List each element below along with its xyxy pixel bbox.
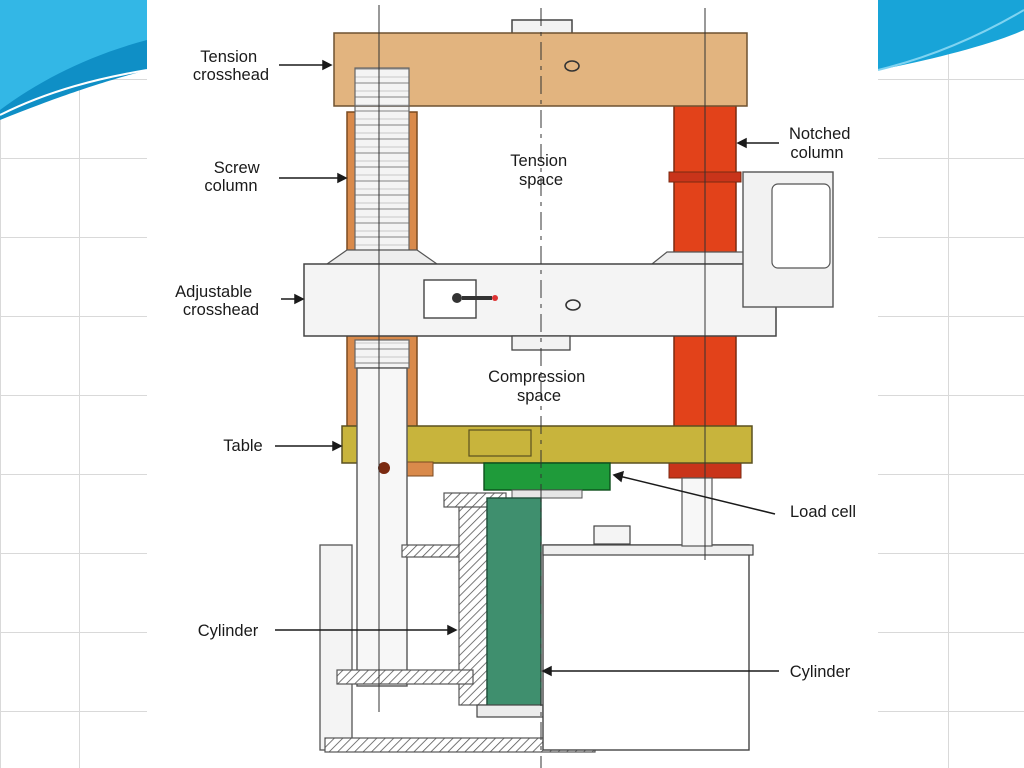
slide-swoosh-decoration	[0, 0, 1024, 120]
label-screw-column-line2: column	[204, 177, 257, 195]
label-adjustable-crosshead: Adjustable crosshead	[175, 283, 259, 319]
lock-handle	[462, 296, 492, 300]
pump-box-top	[542, 544, 754, 556]
label-table: Table	[223, 437, 262, 455]
label-compression-space: Compression space	[488, 368, 590, 405]
label-notched-column-line1: Notched	[789, 125, 850, 143]
machine-diagram: Tension crosshead Screw column Adjustabl…	[147, 0, 878, 768]
load-cell	[483, 462, 611, 491]
label-adjustable-crosshead-line1: Adjustable	[175, 283, 252, 301]
label-tension-crosshead-line2: crosshead	[193, 66, 269, 84]
label-tension-crosshead: Tension crosshead	[193, 48, 269, 84]
label-tension-space: Tension space	[510, 152, 571, 189]
machine-table	[341, 425, 753, 464]
crosshead-bolt	[564, 60, 580, 72]
label-notched-column: Notched column	[789, 125, 855, 162]
lower-frame-bracket	[401, 544, 463, 558]
screw-thread-lower	[354, 339, 410, 369]
label-cylinder-right: Cylinder	[790, 663, 851, 681]
label-cylinder-left: Cylinder	[198, 622, 259, 640]
label-screw-column: Screw column	[204, 159, 264, 195]
label-adjustable-crosshead-line2: crosshead	[183, 301, 259, 319]
right-support-rod	[681, 477, 713, 547]
label-notched-column-line2: column	[790, 144, 843, 162]
adjustable-crosshead	[303, 263, 777, 337]
screw-through-crosshead	[354, 67, 410, 107]
adjustable-crosshead-cap	[325, 249, 439, 265]
hydraulic-ram	[486, 497, 542, 709]
guide-rod-nut	[378, 462, 390, 474]
leader-lines	[275, 59, 779, 677]
label-compression-space-line1: Compression	[488, 368, 585, 386]
diagram-canvas: Tension crosshead Screw column Adjustabl…	[175, 5, 856, 768]
label-tension-space-line2: space	[519, 171, 563, 189]
label-tension-space-line1: Tension	[510, 152, 567, 170]
lock-knob	[452, 293, 462, 303]
label-screw-column-line1: Screw	[214, 159, 260, 177]
control-box-panel	[771, 183, 831, 269]
pump-valve	[593, 525, 631, 545]
ram-seal	[476, 704, 544, 718]
label-load-cell: Load cell	[790, 503, 856, 521]
lock-handle-tip	[492, 295, 498, 301]
table-plate	[468, 429, 532, 457]
guide-rod	[356, 367, 408, 687]
label-compression-space-line2: space	[517, 387, 561, 405]
load-cell-base	[511, 489, 583, 499]
label-tension-crosshead-line1: Tension	[200, 48, 257, 66]
lower-frame-left	[319, 544, 353, 751]
pump-box	[542, 544, 750, 751]
adjustable-crosshead-bolt	[565, 299, 581, 311]
lower-base-hatch	[336, 669, 474, 685]
